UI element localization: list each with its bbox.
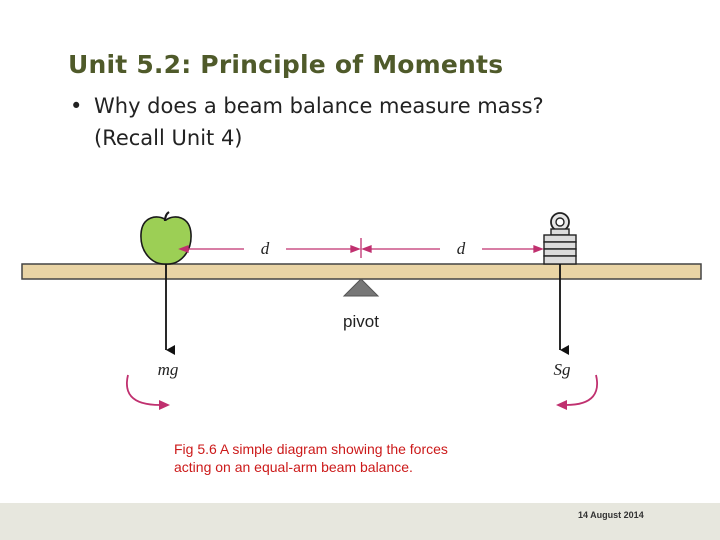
bullet-list: • Why does a beam balance measure mass? … <box>68 90 668 154</box>
footer-bar <box>0 503 720 540</box>
left-distance-label: d <box>261 239 270 258</box>
bullet-text-line2: (Recall Unit 4) <box>94 126 243 150</box>
figure-caption: Fig 5.6 A simple diagram showing the for… <box>174 440 504 476</box>
footer-date: 14 August 2014 <box>578 510 644 520</box>
anticlockwise-rotation-arrow <box>556 374 598 410</box>
caption-line1: Fig 5.6 A simple diagram showing the for… <box>174 441 448 457</box>
bullet-marker: • <box>70 94 83 118</box>
clockwise-rotation-arrow <box>126 374 170 410</box>
apple-icon <box>140 211 192 265</box>
caption-line2: acting on an equal-arm beam balance. <box>174 459 413 475</box>
weight-stack-icon <box>543 212 577 265</box>
distance-arrows <box>178 238 544 258</box>
right-distance-label: d <box>457 239 466 258</box>
bullet-item: • Why does a beam balance measure mass? … <box>68 90 668 154</box>
left-force-label: mg <box>158 360 179 379</box>
beam <box>21 263 702 280</box>
right-force-label: Sg <box>554 360 571 379</box>
bullet-text-line1: Why does a beam balance measure mass? <box>94 94 544 118</box>
slide-title: Unit 5.2: Principle of Moments <box>68 50 504 79</box>
pivot-label: pivot <box>343 312 379 331</box>
pivot-triangle <box>342 278 380 297</box>
